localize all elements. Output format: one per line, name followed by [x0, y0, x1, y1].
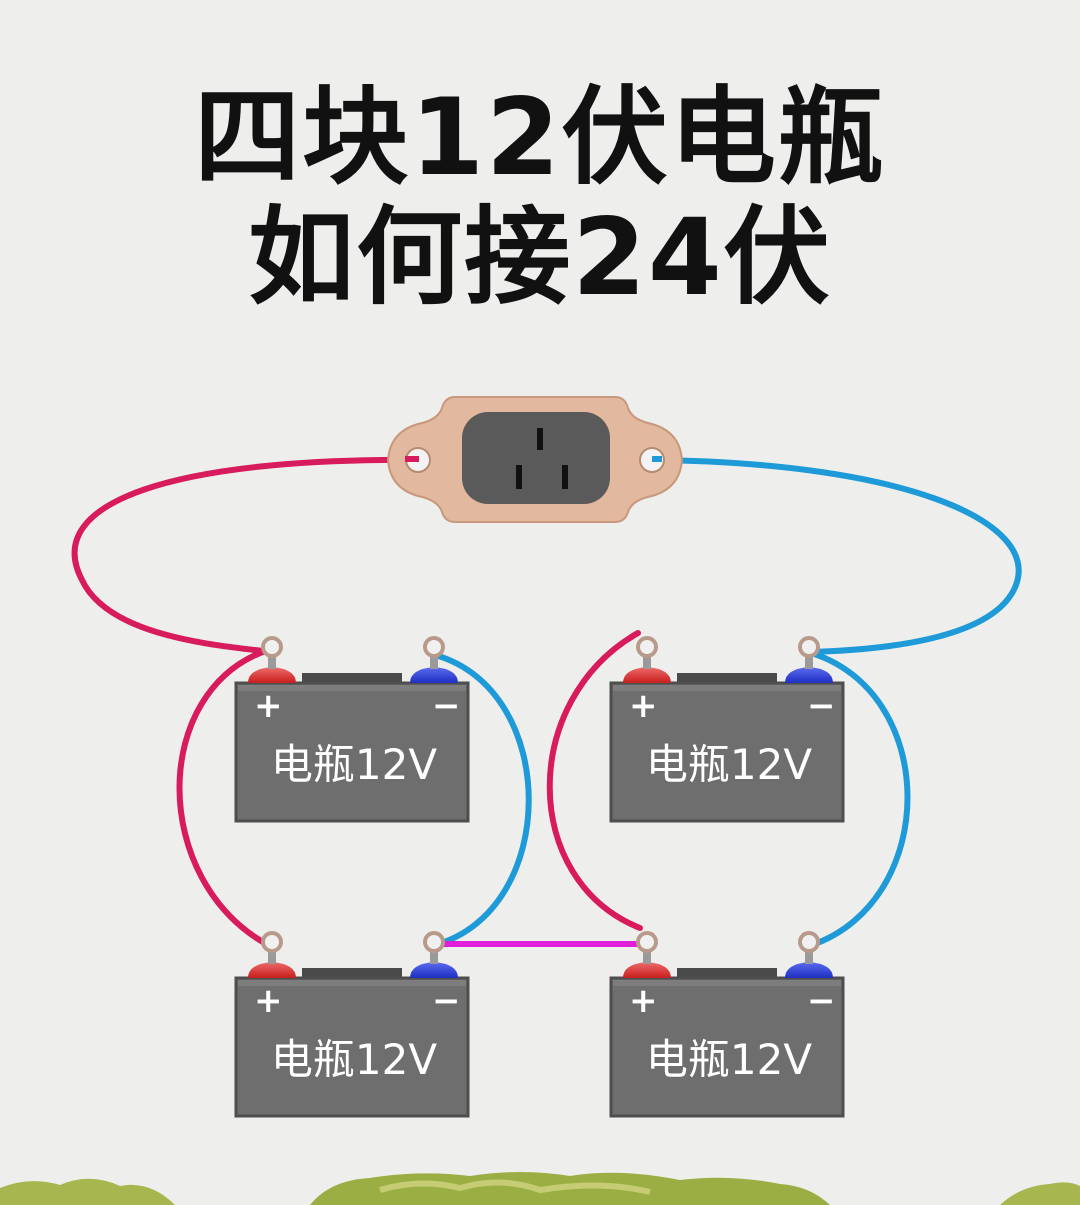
battery-bottom-right: + − 电瓶12V: [609, 931, 845, 1118]
battery-body: [234, 976, 470, 1118]
battery-label: 电瓶12V: [646, 740, 812, 789]
plus-sign: +: [254, 981, 283, 1021]
positive-main-wire: [71, 456, 421, 655]
negative-terminal: [785, 931, 833, 978]
positive-terminal: [248, 636, 296, 683]
battery-body: [609, 681, 845, 823]
minus-sign: −: [807, 981, 836, 1021]
right-positive-link-wire: [546, 630, 643, 931]
battery-top-left: + − 电瓶12V: [234, 636, 470, 823]
left-positive-link-wire: [176, 647, 271, 948]
negative-main-wire: [647, 457, 1022, 655]
grass-decoration: [0, 1172, 1080, 1205]
battery-label: 电瓶12V: [271, 740, 437, 789]
left-negative-link-wire: [432, 652, 532, 948]
battery-body: [234, 681, 470, 823]
minus-sign: −: [432, 686, 461, 726]
battery-label: 电瓶12V: [271, 1035, 437, 1084]
page-title-line2: 如何接24伏: [248, 196, 832, 319]
negative-terminal: [410, 636, 458, 683]
positive-terminal: [623, 931, 671, 978]
right-negative-link-wire: [805, 649, 911, 948]
plus-sign: +: [629, 981, 658, 1021]
negative-terminal: [410, 931, 458, 978]
power-socket-icon: [386, 396, 684, 523]
positive-terminal: [623, 636, 671, 683]
minus-sign: −: [432, 981, 461, 1021]
plus-sign: +: [254, 686, 283, 726]
wires: [71, 456, 1022, 948]
battery-body: [609, 976, 845, 1118]
battery-label: 电瓶12V: [646, 1035, 812, 1084]
battery-bottom-left: + − 电瓶12V: [234, 931, 470, 1118]
page-title-line1: 四块12伏电瓶: [194, 76, 886, 199]
positive-terminal: [248, 931, 296, 978]
minus-sign: −: [807, 686, 836, 726]
plus-sign: +: [629, 686, 658, 726]
battery-group: + − 电瓶12V + − 电瓶12V + − 电瓶12V + − 电瓶12V: [234, 636, 845, 1118]
negative-terminal: [785, 636, 833, 683]
battery-top-right: + − 电瓶12V: [609, 636, 845, 823]
